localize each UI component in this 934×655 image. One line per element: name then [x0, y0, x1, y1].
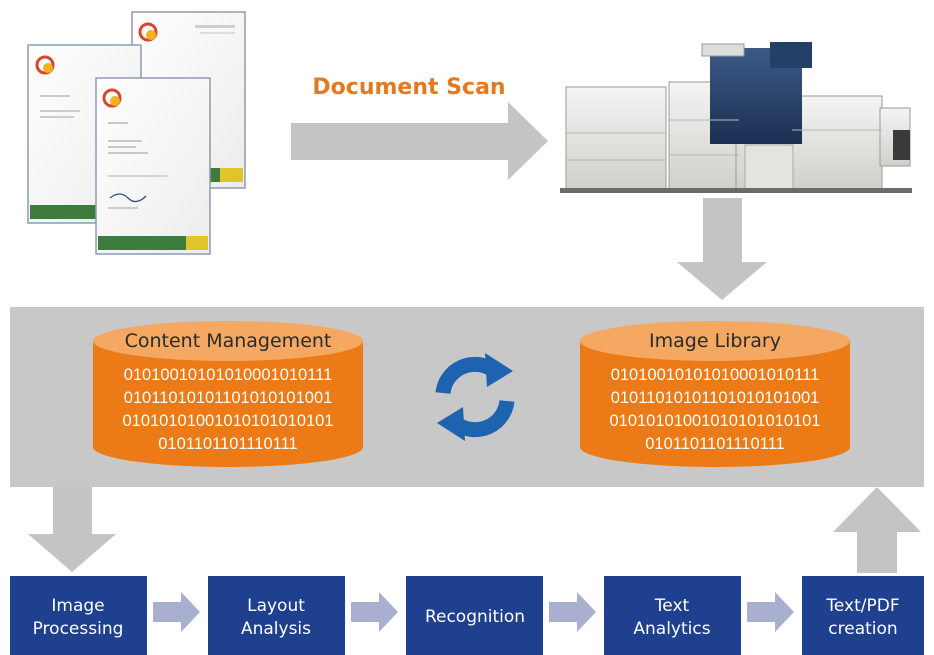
process-steps: Image Processing Layout Analysis Recogni… — [10, 576, 924, 655]
scan-arrow — [291, 102, 548, 180]
binary-line: 01010010101010001010111 — [611, 366, 820, 384]
binary-line: 01010101001010101010101 — [122, 412, 333, 430]
step-label: Image — [51, 596, 104, 616]
step-label: Processing — [33, 619, 124, 639]
binary-line: 0101101101110111 — [645, 435, 784, 453]
step-arrow — [153, 592, 200, 632]
binary-line: 01011010101101010101001 — [611, 389, 820, 407]
step-recognition: Recognition — [406, 576, 543, 655]
document-page-front — [95, 77, 211, 255]
output-up-arrow — [833, 487, 921, 573]
step-image-processing: Image Processing — [10, 576, 147, 655]
image-library-title: Image Library — [649, 330, 781, 352]
step-text-pdf-creation: Text/PDF creation — [802, 576, 924, 655]
step-label: Recognition — [425, 607, 525, 627]
step-layout-analysis: Layout Analysis — [208, 576, 345, 655]
content-management-db: Content Management 010100101010100010101… — [93, 321, 363, 467]
step-label: Text/PDF — [825, 596, 899, 616]
repository-down-arrow — [28, 487, 116, 572]
step-arrow — [747, 592, 794, 632]
step-label: Text — [654, 596, 690, 616]
documents-illustration — [27, 11, 246, 255]
binary-line: 01011010101101010101001 — [124, 389, 333, 407]
document-scan-label: Document Scan — [312, 75, 505, 100]
binary-line: 0101101101110111 — [158, 435, 297, 453]
step-text-analytics: Text Analytics — [604, 576, 741, 655]
step-label: Analysis — [241, 619, 311, 639]
sync-icon — [435, 353, 515, 441]
step-label: Analytics — [633, 619, 710, 639]
image-library-db: Image Library 01010010101010001010111 01… — [580, 321, 850, 467]
binary-line: 01010101001010101010101 — [609, 412, 820, 430]
step-arrow — [351, 592, 398, 632]
content-management-title: Content Management — [125, 330, 332, 352]
binary-line: 01010010101010001010111 — [124, 366, 333, 384]
step-arrow — [549, 592, 596, 632]
scanner-machine-illustration — [560, 42, 912, 193]
scanner-down-arrow — [677, 198, 767, 300]
step-label: creation — [828, 619, 897, 639]
step-label: Layout — [247, 596, 305, 616]
